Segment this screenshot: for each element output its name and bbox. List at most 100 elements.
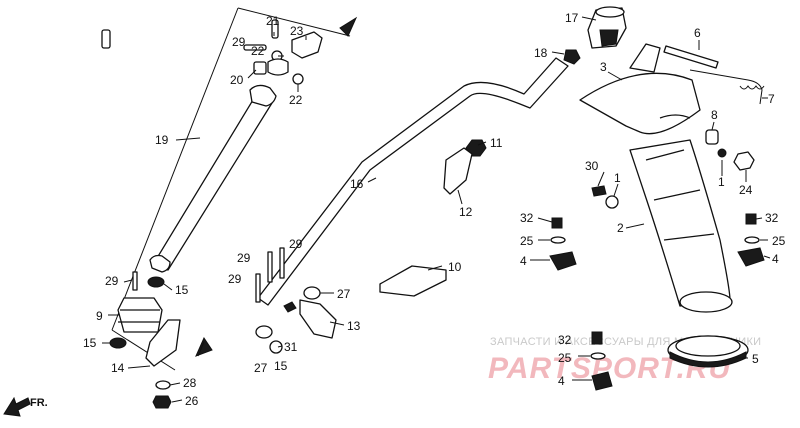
chute-deflector-3 <box>579 43 701 135</box>
leader-29e <box>123 279 133 283</box>
nut-24 <box>733 151 755 171</box>
leader-26 <box>171 399 183 403</box>
plate-10 <box>379 265 447 297</box>
nut-18 <box>563 49 581 65</box>
leader-13 <box>329 321 345 326</box>
callout-26: 26 <box>185 394 199 408</box>
leader-20 <box>247 69 257 79</box>
bolt-32b <box>745 213 757 225</box>
pin-29b <box>267 251 273 283</box>
leader-11 <box>477 141 487 146</box>
callout-5: 5 <box>752 352 759 366</box>
callout-2: 2 <box>617 221 624 235</box>
pin-29e <box>132 271 138 291</box>
bushing-8 <box>705 129 719 145</box>
washer-25a <box>550 236 566 244</box>
callout-11: 11 <box>490 136 503 150</box>
washer-28 <box>155 380 171 390</box>
bolt-32a <box>551 217 563 229</box>
chute-ring-5 <box>667 335 749 368</box>
bolt-30 <box>591 185 607 197</box>
leader-32a <box>537 217 553 223</box>
leader-4b <box>763 255 771 259</box>
callout-25c: 25 <box>558 351 572 365</box>
callout-32c: 32 <box>558 333 572 347</box>
callout-29d: 29 <box>228 272 242 286</box>
cable-7 <box>689 69 763 105</box>
callout-32b: 32 <box>765 211 779 225</box>
callout-31: 31 <box>284 340 298 354</box>
washer-25b <box>744 236 760 244</box>
pin-29d <box>255 273 261 303</box>
leader-1a <box>613 183 619 197</box>
callout-7: 7 <box>768 92 775 106</box>
leader-15a <box>163 283 173 291</box>
callout-21: 21 <box>266 14 280 28</box>
washer-25c <box>590 352 606 360</box>
callout-4a: 4 <box>520 254 527 268</box>
leader-19 <box>175 137 201 141</box>
boot-9 <box>117 297 163 333</box>
front-direction-arrow: FR. <box>3 396 48 417</box>
callout-29a: 29 <box>232 35 246 49</box>
callout-24: 24 <box>739 183 753 197</box>
bolt-32c <box>591 331 603 345</box>
callout-27a: 27 <box>337 287 351 301</box>
callout-15b: 15 <box>83 336 97 350</box>
callout-25a: 25 <box>520 234 534 248</box>
callout-22a: 22 <box>251 44 265 58</box>
callout-13: 13 <box>347 319 361 333</box>
leader-14 <box>127 365 151 369</box>
chute-body-2 <box>629 139 733 313</box>
callout-1b: 1 <box>718 175 725 189</box>
callout-8: 8 <box>711 108 718 122</box>
callout-32a: 32 <box>520 211 534 225</box>
callout-22b: 22 <box>289 93 303 107</box>
shift-rod-16 <box>257 57 569 306</box>
washer-1b <box>717 148 727 158</box>
arrow-head-bottom <box>195 336 213 357</box>
washer-31 <box>269 340 283 354</box>
leader-30 <box>597 171 605 187</box>
callout-18: 18 <box>534 46 548 60</box>
callout-12: 12 <box>459 205 473 219</box>
callout-29e: 29 <box>105 274 119 288</box>
callout-28: 28 <box>183 376 197 390</box>
arrow-head-top <box>339 16 358 37</box>
leader-32b <box>755 217 763 220</box>
callout-6: 6 <box>694 26 701 40</box>
leader-31 <box>277 345 283 348</box>
leader-10 <box>427 265 443 271</box>
callout-20: 20 <box>230 73 244 87</box>
assembly-outline-bottom <box>111 329 176 371</box>
pin-29-top <box>243 44 267 51</box>
bracket-12 <box>443 147 473 195</box>
callout-4c: 4 <box>558 374 565 388</box>
callout-9: 9 <box>96 309 103 323</box>
nut-15c <box>283 301 297 313</box>
leader-18 <box>551 51 565 55</box>
callout-30: 30 <box>585 159 599 173</box>
callout-29b: 29 <box>237 251 251 265</box>
arrow-stem <box>197 341 205 357</box>
leader-12 <box>457 189 463 205</box>
callout-4b: 4 <box>772 252 779 266</box>
nut-26 <box>152 395 172 409</box>
front-label: FR. <box>30 397 48 409</box>
knob-17 <box>587 6 627 49</box>
joint-23 <box>291 31 323 59</box>
callout-1a: 1 <box>614 171 621 185</box>
nut-15a <box>147 276 165 288</box>
leader-3 <box>607 71 623 81</box>
leader-2 <box>625 223 645 229</box>
bracket-14 <box>145 319 181 367</box>
pin-21 <box>101 29 111 49</box>
spring-7 <box>739 85 765 90</box>
callout-16: 16 <box>350 177 364 191</box>
nut-15b <box>109 337 127 349</box>
leader-17 <box>581 16 597 21</box>
clamp-4a <box>549 251 577 271</box>
bushing-22b <box>292 73 304 85</box>
callout-27b: 27 <box>254 361 268 375</box>
washer-1a <box>605 195 619 209</box>
